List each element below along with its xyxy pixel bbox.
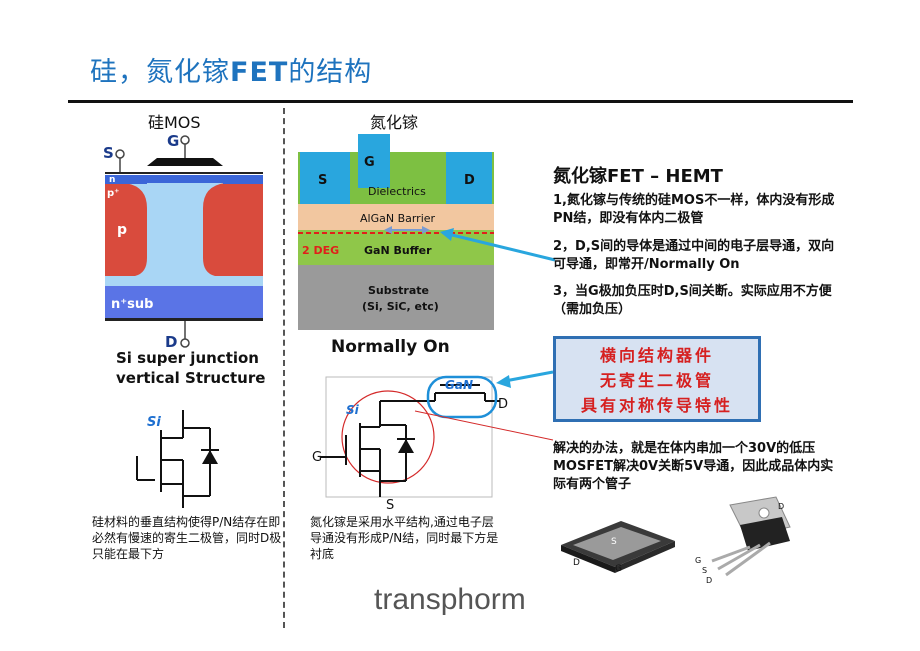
terminal-d-label: D [165,333,177,351]
si-caption-line1: Si super junction [116,349,259,367]
callout-line-3: 具有对称传导特性 [580,396,733,415]
pkg2-d1-label: D [706,576,712,585]
cascode-d-label: D [498,397,508,412]
callout-line-2: 无寄生二极管 [599,371,714,390]
n-region-label: n [109,175,115,185]
terminal-g-label: G [167,132,179,150]
gan-g-label: G [364,155,375,170]
gan-s-label: S [318,173,327,188]
gan-buffer-label: GaN Buffer [364,244,432,257]
algan-label: AlGaN Barrier [360,212,436,225]
pkg1-g-label: G [615,564,622,574]
title-suffix: 的结构 [288,57,373,88]
si-note: 硅材料的垂直结构使得P/N结存在即必然有慢速的寄生二极管，同时D极只能在最下方 [92,515,282,561]
slide-title: 硅，氮化镓FET的结构 [90,50,372,89]
pplus-region-label: p⁺ [107,188,119,199]
hemt-point-1: 1,氮化镓与传统的硅MOS不一样，体内没有形成PN结，即没有体内二极管 [553,193,835,226]
feature-callout-box: 横向结构器件 无寄生二极管 具有对称传导特性 [553,336,761,422]
hemt-title: 氮化镓FET – HEMT [553,166,723,187]
title-prefix: 硅，氮化镓 [90,57,230,88]
terminal-s-label: S [103,144,114,162]
deg-label: 2 DEG [302,244,339,257]
gan-note: 氮化镓是采用水平结构,通过电子层导通没有形成P/N结，同时最下方是衬底 [310,515,499,561]
callout-line-1: 横向结构器件 [599,346,714,365]
si-schematic-label: Si [147,415,161,430]
pkg2-d2-label: D [778,502,784,511]
normally-on-label: Normally On [331,337,450,357]
pkg2-s-label: S [702,566,707,575]
pkg1-d-label: D [573,558,580,568]
substrate-material-label: (Si, SiC, etc) [362,300,439,313]
nsub-region-label: n⁺sub [111,297,153,312]
cascode-s-label: S [386,498,394,510]
hemt-point-2: 2，D,S间的导体是通过中间的电子层导通，双向可导通，即常开/Normally … [553,239,835,272]
gan-d-label: D [464,173,475,188]
column-divider [283,108,285,628]
si-mos-heading: 硅MOS [148,113,201,132]
title-bold: FET [230,57,289,88]
transphorm-logo: transphorm [374,583,526,616]
p-region-label: p [117,222,127,238]
gan-hemt-diagram: G S D Dielectrics AlGaN Barrier 2 DEG Ga… [298,134,494,330]
pqfn-package-image: S D G [561,521,675,574]
si-superjunction-diagram: S G D n p⁺ p n⁺sub [103,132,263,351]
substrate-label: Substrate [368,284,429,297]
pkg1-s-label: S [611,537,617,547]
to220-package-image: G S D D [695,496,791,585]
si-cascode-label: Si [346,403,360,417]
gan-heading: 氮化镓 [370,113,419,132]
si-mosfet-schematic: Si [136,410,219,508]
gan-schematic-label: GaN [445,378,473,392]
si-caption: Si super junction vertical Structure [116,348,265,388]
si-caption-line2: vertical Structure [116,369,266,387]
dielectrics-label: Dielectrics [368,185,426,198]
cascode-schematic: GaN Si G S D [312,375,508,510]
pkg2-g-label: G [695,556,701,565]
solution-text: 解决的办法，就是在体内串加一个30V的低压MOSFET解决0V关断5V导通，因此… [553,441,834,492]
cascode-g-label: G [312,450,322,465]
title-rule [68,100,853,103]
hemt-point-3: 3，当G极加负压时D,S间关断。实际应用不方便（需加负压） [553,284,832,317]
